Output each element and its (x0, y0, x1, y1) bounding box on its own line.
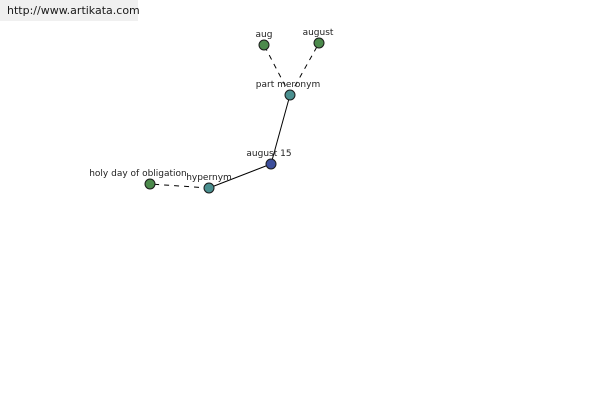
node-august-15[interactable] (265, 158, 277, 170)
label-aug: aug (256, 30, 273, 40)
graph-nodes (144, 37, 325, 194)
label-holy-day-of-obligation: holy day of obligation (89, 169, 187, 179)
node-august[interactable] (313, 37, 325, 49)
node-hypernym[interactable] (203, 182, 215, 194)
node-aug[interactable] (258, 39, 270, 51)
label-hypernym: hypernym (186, 173, 232, 183)
edge-center-hypernym (208, 163, 272, 189)
label-august: august (303, 28, 334, 38)
node-part-meronym[interactable] (284, 89, 296, 101)
site-url-watermark[interactable]: http://www.artikata.com (0, 0, 140, 21)
graph-edges (149, 42, 320, 189)
label-august-15: august 15 (246, 149, 291, 159)
label-part-meronym: part meronym (256, 80, 320, 90)
graph-labels: august 15 part meronym hypernym aug augu… (89, 28, 334, 183)
edge-hypernym-holy-day (149, 183, 210, 189)
node-holy-day-of-obligation[interactable] (144, 178, 156, 190)
edge-center-part-meronym (270, 94, 291, 165)
